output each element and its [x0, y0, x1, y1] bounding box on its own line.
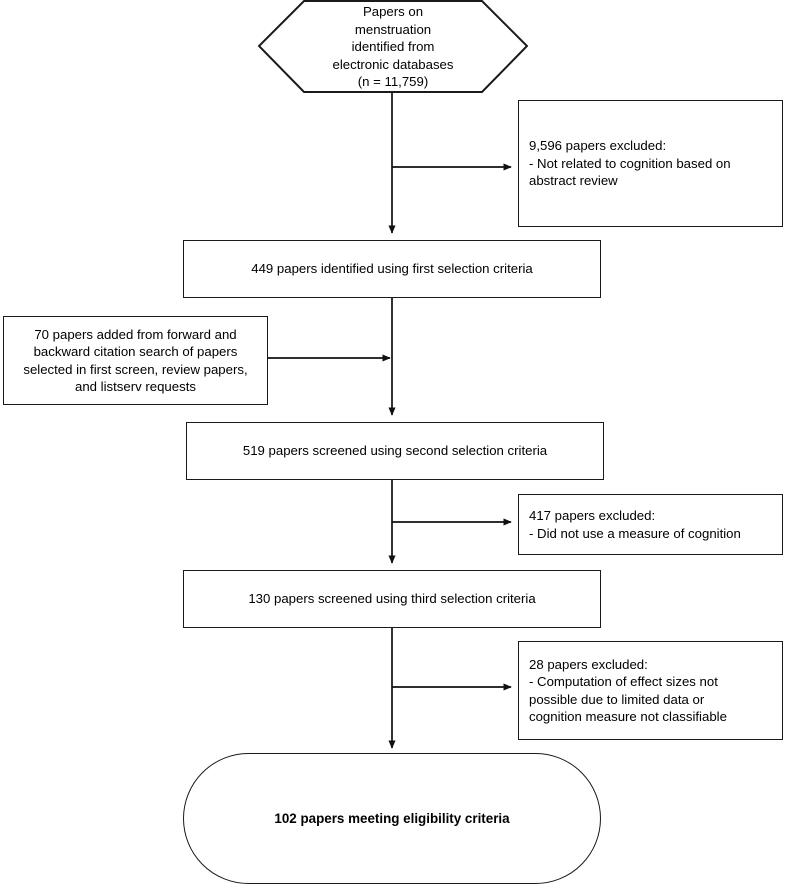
- node-excluded-abstract-review: 9,596 papers excluded: - Not related to …: [518, 100, 783, 227]
- node-second-selection: 519 papers screened using second selecti…: [186, 422, 604, 480]
- node-added-citation-search: 70 papers added from forward and backwar…: [3, 316, 268, 405]
- node-first-selection-label: 449 papers identified using first select…: [251, 261, 533, 277]
- node-first-selection: 449 papers identified using first select…: [183, 240, 601, 298]
- node-excluded-effect-size-label: 28 papers excluded: - Computation of eff…: [529, 656, 727, 724]
- node-excluded-no-cognition-measure: 417 papers excluded: - Did not use a mea…: [518, 494, 783, 555]
- node-second-selection-label: 519 papers screened using second selecti…: [242, 443, 548, 459]
- node-result-eligible-label: 102 papers meeting eligibility criteria: [274, 810, 510, 826]
- node-source-papers: Papers on menstruation identified from e…: [258, 0, 528, 93]
- node-excluded-abstract-review-label: 9,596 papers excluded: - Not related to …: [529, 138, 731, 189]
- node-excluded-effect-size: 28 papers excluded: - Computation of eff…: [518, 641, 783, 740]
- node-excluded-no-cognition-measure-label: 417 papers excluded: - Did not use a mea…: [529, 508, 741, 541]
- node-source-label: Papers on menstruation identified from e…: [332, 4, 454, 90]
- node-third-selection-label: 130 papers screened using third selectio…: [248, 591, 536, 607]
- hexagon-shape: [258, 0, 528, 93]
- node-result-eligible: 102 papers meeting eligibility criteria: [183, 753, 601, 884]
- node-added-citation-search-label: 70 papers added from forward and backwar…: [23, 326, 248, 394]
- node-third-selection: 130 papers screened using third selectio…: [183, 570, 601, 628]
